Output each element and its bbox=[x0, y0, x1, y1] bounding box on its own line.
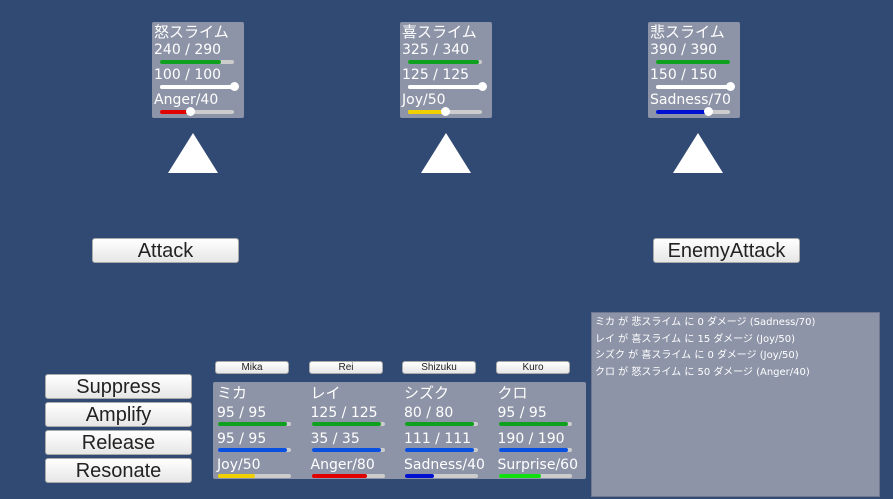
suppress-button[interactable]: Suppress bbox=[45, 374, 192, 399]
enemy-hp-text: 390 / 390 bbox=[650, 42, 718, 58]
log-line: クロ が 怒スライム に 50 ダメージ (Anger/40) bbox=[595, 366, 810, 378]
release-button[interactable]: Release bbox=[45, 430, 192, 455]
enemy-target-marker-2[interactable] bbox=[421, 133, 471, 173]
member-name: レイ bbox=[310, 384, 341, 402]
member-hp-text: 95 / 95 bbox=[217, 405, 267, 421]
party-member: シズク 80 / 80 111 / 111 Sadness/40 bbox=[400, 382, 493, 482]
member-mp-bar bbox=[498, 448, 572, 452]
member-emotion-text: Joy/50 bbox=[217, 457, 261, 473]
enemy-name: 悲スライム bbox=[650, 23, 725, 41]
slider-handle[interactable] bbox=[478, 82, 487, 91]
enemy-mp-slider[interactable] bbox=[408, 82, 487, 91]
slider-handle[interactable] bbox=[703, 107, 713, 116]
member-name: クロ bbox=[497, 384, 528, 402]
party-member: ミカ 95 / 95 95 / 95 Joy/50 bbox=[213, 382, 306, 482]
member-hp-text: 95 / 95 bbox=[497, 405, 547, 421]
log-line: レイ が 喜スライム に 15 ダメージ (Joy/50) bbox=[595, 333, 795, 345]
member-mp-bar bbox=[311, 448, 385, 452]
slider-handle[interactable] bbox=[441, 107, 450, 116]
select-shizuku-button[interactable]: Shizuku bbox=[402, 361, 476, 374]
party-member: クロ 95 / 95 190 / 190 Surprise/60 bbox=[494, 382, 587, 482]
enemy-target-marker-1[interactable] bbox=[168, 133, 218, 173]
enemy-status-panel: 悲スライム 390 / 390 150 / 150 Sadness/70 bbox=[648, 22, 740, 118]
enemy-attack-button[interactable]: EnemyAttack bbox=[653, 238, 800, 263]
enemy-status-panel: 怒スライム 240 / 290 100 / 100 Anger/40 bbox=[152, 22, 244, 118]
enemy-status-panel: 喜スライム 325 / 340 125 / 125 Joy/50 bbox=[400, 22, 492, 118]
member-hp-bar bbox=[405, 422, 478, 426]
enemy-hp-bar bbox=[160, 60, 234, 64]
log-line: ミカ が 悲スライム に 0 ダメージ (Sadness/70) bbox=[595, 317, 816, 328]
enemy-emotion-text: Anger/40 bbox=[154, 92, 219, 108]
enemy-hp-text: 325 / 340 bbox=[402, 42, 470, 58]
enemy-emotion-slider[interactable] bbox=[656, 107, 730, 116]
member-mp-text: 190 / 190 bbox=[497, 431, 565, 447]
member-hp-text: 80 / 80 bbox=[404, 405, 454, 421]
member-emotion-text: Surprise/60 bbox=[497, 457, 579, 473]
enemy-hp-bar bbox=[656, 60, 730, 64]
member-mp-bar bbox=[218, 448, 291, 452]
member-emotion-text: Anger/80 bbox=[310, 457, 375, 473]
enemy-hp-text: 240 / 290 bbox=[154, 42, 222, 58]
member-mp-text: 111 / 111 bbox=[404, 431, 472, 447]
enemy-mp-text: 150 / 150 bbox=[650, 67, 718, 83]
enemy-target-marker-3[interactable] bbox=[673, 133, 723, 173]
member-emotion-bar bbox=[498, 474, 572, 478]
enemy-mp-text: 125 / 125 bbox=[402, 67, 470, 83]
resonate-button[interactable]: Resonate bbox=[45, 458, 192, 483]
enemy-emotion-slider[interactable] bbox=[160, 107, 234, 116]
member-hp-bar bbox=[218, 422, 291, 426]
slider-handle[interactable] bbox=[230, 82, 239, 91]
select-kuro-button[interactable]: Kuro bbox=[496, 361, 570, 374]
member-name: ミカ bbox=[217, 384, 248, 402]
member-emotion-bar bbox=[405, 474, 478, 478]
party-member: レイ 125 / 125 35 / 35 Anger/80 bbox=[307, 382, 400, 482]
attack-button[interactable]: Attack bbox=[92, 238, 239, 263]
member-mp-text: 35 / 35 bbox=[310, 431, 360, 447]
enemy-mp-slider[interactable] bbox=[656, 82, 735, 91]
member-name: シズク bbox=[404, 384, 450, 402]
enemy-name: 怒スライム bbox=[154, 23, 229, 41]
amplify-button[interactable]: Amplify bbox=[45, 402, 192, 427]
slider-handle[interactable] bbox=[726, 82, 735, 91]
member-emotion-bar bbox=[311, 474, 385, 478]
battle-log: ミカ が 悲スライム に 0 ダメージ (Sadness/70) レイ が 喜ス… bbox=[591, 312, 880, 497]
enemy-emotion-text: Joy/50 bbox=[402, 92, 446, 108]
select-mika-button[interactable]: Mika bbox=[215, 361, 289, 374]
enemy-hp-bar bbox=[408, 60, 482, 64]
party-status-panel: ミカ 95 / 95 95 / 95 Joy/50 レイ 125 / 125 3… bbox=[213, 382, 586, 479]
member-mp-text: 95 / 95 bbox=[217, 431, 267, 447]
member-hp-bar bbox=[498, 422, 572, 426]
member-hp-text: 125 / 125 bbox=[310, 405, 378, 421]
member-emotion-text: Sadness/40 bbox=[404, 457, 485, 473]
enemy-emotion-slider[interactable] bbox=[408, 107, 482, 116]
slider-handle[interactable] bbox=[185, 107, 195, 116]
log-line: シズク が 喜スライム に 0 ダメージ (Joy/50) bbox=[595, 350, 799, 361]
select-rei-button[interactable]: Rei bbox=[309, 361, 383, 374]
enemy-mp-slider[interactable] bbox=[160, 82, 239, 91]
enemy-mp-text: 100 / 100 bbox=[154, 67, 222, 83]
enemy-name: 喜スライム bbox=[402, 23, 477, 41]
enemy-emotion-text: Sadness/70 bbox=[650, 92, 731, 108]
member-mp-bar bbox=[405, 448, 478, 452]
member-hp-bar bbox=[311, 422, 385, 426]
member-emotion-bar bbox=[218, 474, 291, 478]
